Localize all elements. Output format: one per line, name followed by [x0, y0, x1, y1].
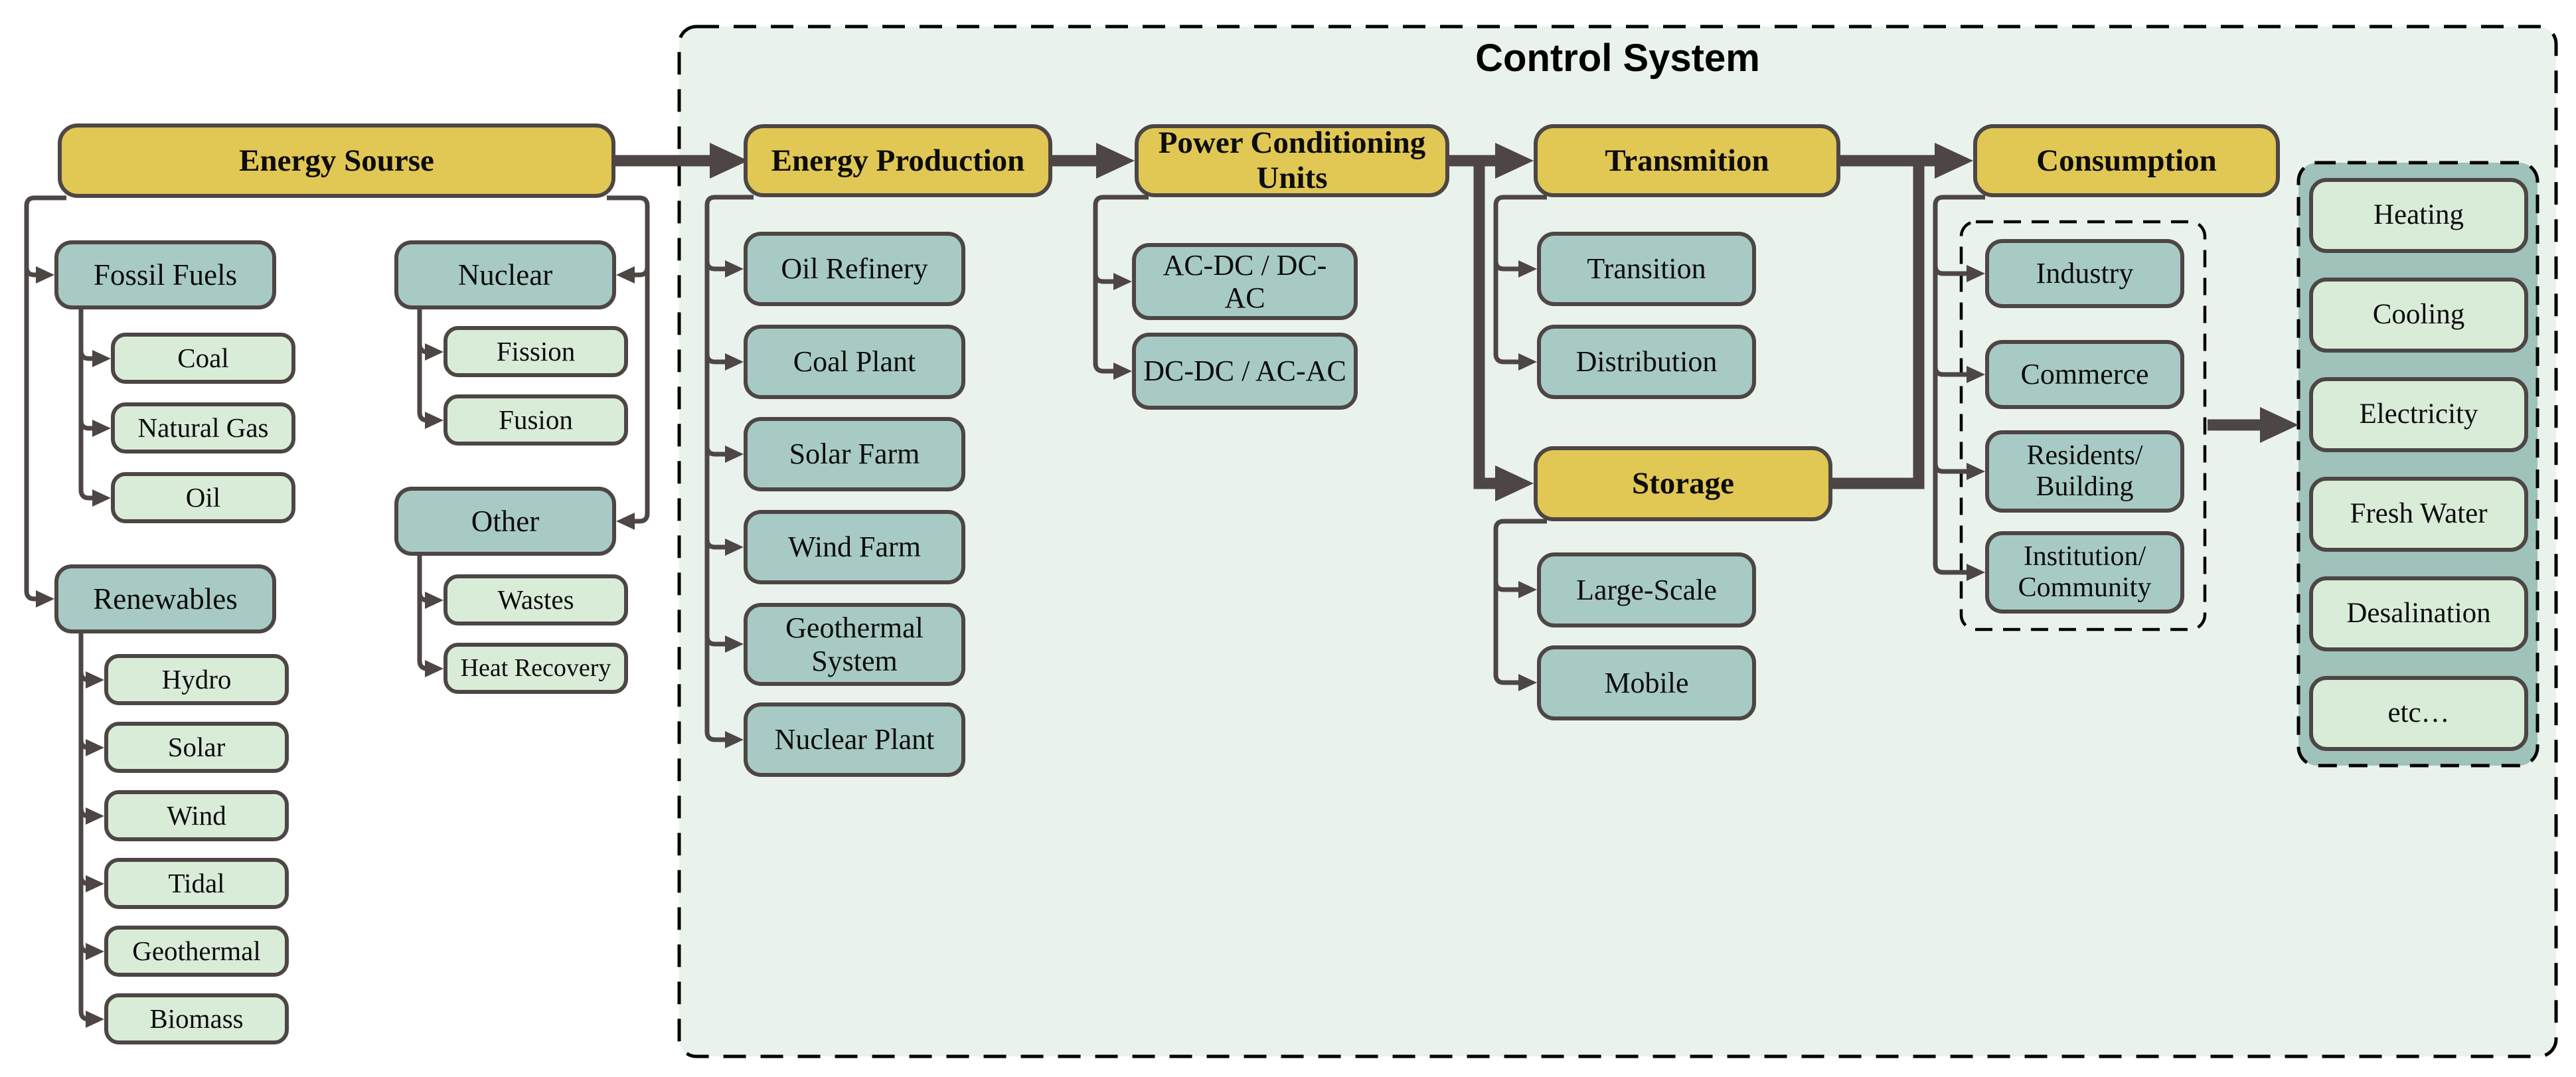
fusion-box: Fusion — [443, 394, 628, 446]
solar-box: Solar — [104, 722, 289, 773]
control-system-title: Control System — [1475, 37, 1760, 80]
tidal-box: Tidal — [104, 858, 289, 909]
distribution-box: Distribution — [1537, 325, 1756, 399]
transition-box: Transition — [1537, 232, 1756, 306]
hierarchy-arrowheads — [36, 260, 1985, 1028]
storage-header: Storage — [1534, 446, 1832, 521]
main-flow-lines — [615, 155, 2262, 489]
solar-farm-box: Solar Farm — [744, 417, 965, 491]
mobile-box: Mobile — [1537, 645, 1756, 720]
wastes-box: Wastes — [443, 574, 628, 625]
institution-community-box: Institution/ Community — [1985, 531, 2184, 614]
nuclear-box: Nuclear — [394, 240, 616, 309]
end-uses-panel — [2296, 161, 2539, 768]
fresh-water-box: Fresh Water — [2309, 477, 2528, 552]
nuclear-plant-box: Nuclear Plant — [744, 703, 965, 777]
heating-box: Heating — [2309, 178, 2528, 253]
oil-refinery-box: Oil Refinery — [744, 232, 965, 306]
residents-building-box: Residents/ Building — [1985, 430, 2184, 513]
renewables-box: Renewables — [54, 564, 276, 633]
geothermal-box: Geothermal — [104, 926, 289, 977]
ac-dc-box: AC-DC / DC-AC — [1132, 243, 1358, 320]
coal-plant-box: Coal Plant — [744, 325, 965, 399]
fission-box: Fission — [443, 326, 628, 377]
heat-recovery-box: Heat Recovery — [443, 643, 628, 694]
etc-box: etc… — [2309, 676, 2528, 751]
biomass-box: Biomass — [104, 993, 289, 1044]
oil-box: Oil — [111, 472, 295, 523]
power-conditioning-header: Power Conditioning Units — [1135, 124, 1449, 197]
main-flow-arrowheads — [710, 143, 2298, 501]
wind-farm-box: Wind Farm — [744, 510, 965, 584]
dc-dc-box: DC-DC / AC-AC — [1132, 333, 1358, 410]
coal-box: Coal — [111, 333, 295, 384]
wind-box: Wind — [104, 790, 289, 841]
hierarchy-rails — [24, 195, 1985, 1022]
fossil-fuels-box: Fossil Fuels — [54, 240, 276, 309]
industry-box: Industry — [1985, 239, 2184, 308]
energy-production-header: Energy Production — [744, 124, 1052, 197]
hydro-box: Hydro — [104, 654, 289, 705]
energy-source-header: Energy Sourse — [58, 124, 615, 198]
transmission-header: Transmition — [1534, 124, 1840, 197]
electricity-box: Electricity — [2309, 377, 2528, 452]
large-scale-box: Large-Scale — [1537, 552, 1756, 627]
desalination-box: Desalination — [2309, 576, 2528, 651]
consumption-group-region — [1959, 220, 2207, 631]
cooling-box: Cooling — [2309, 278, 2528, 353]
natural-gas-box: Natural Gas — [111, 402, 295, 454]
geothermal-system-box: Geothermal System — [744, 603, 965, 686]
other-box: Other — [394, 487, 616, 556]
commerce-box: Commerce — [1985, 340, 2184, 409]
consumption-header: Consumption — [1973, 124, 2280, 197]
